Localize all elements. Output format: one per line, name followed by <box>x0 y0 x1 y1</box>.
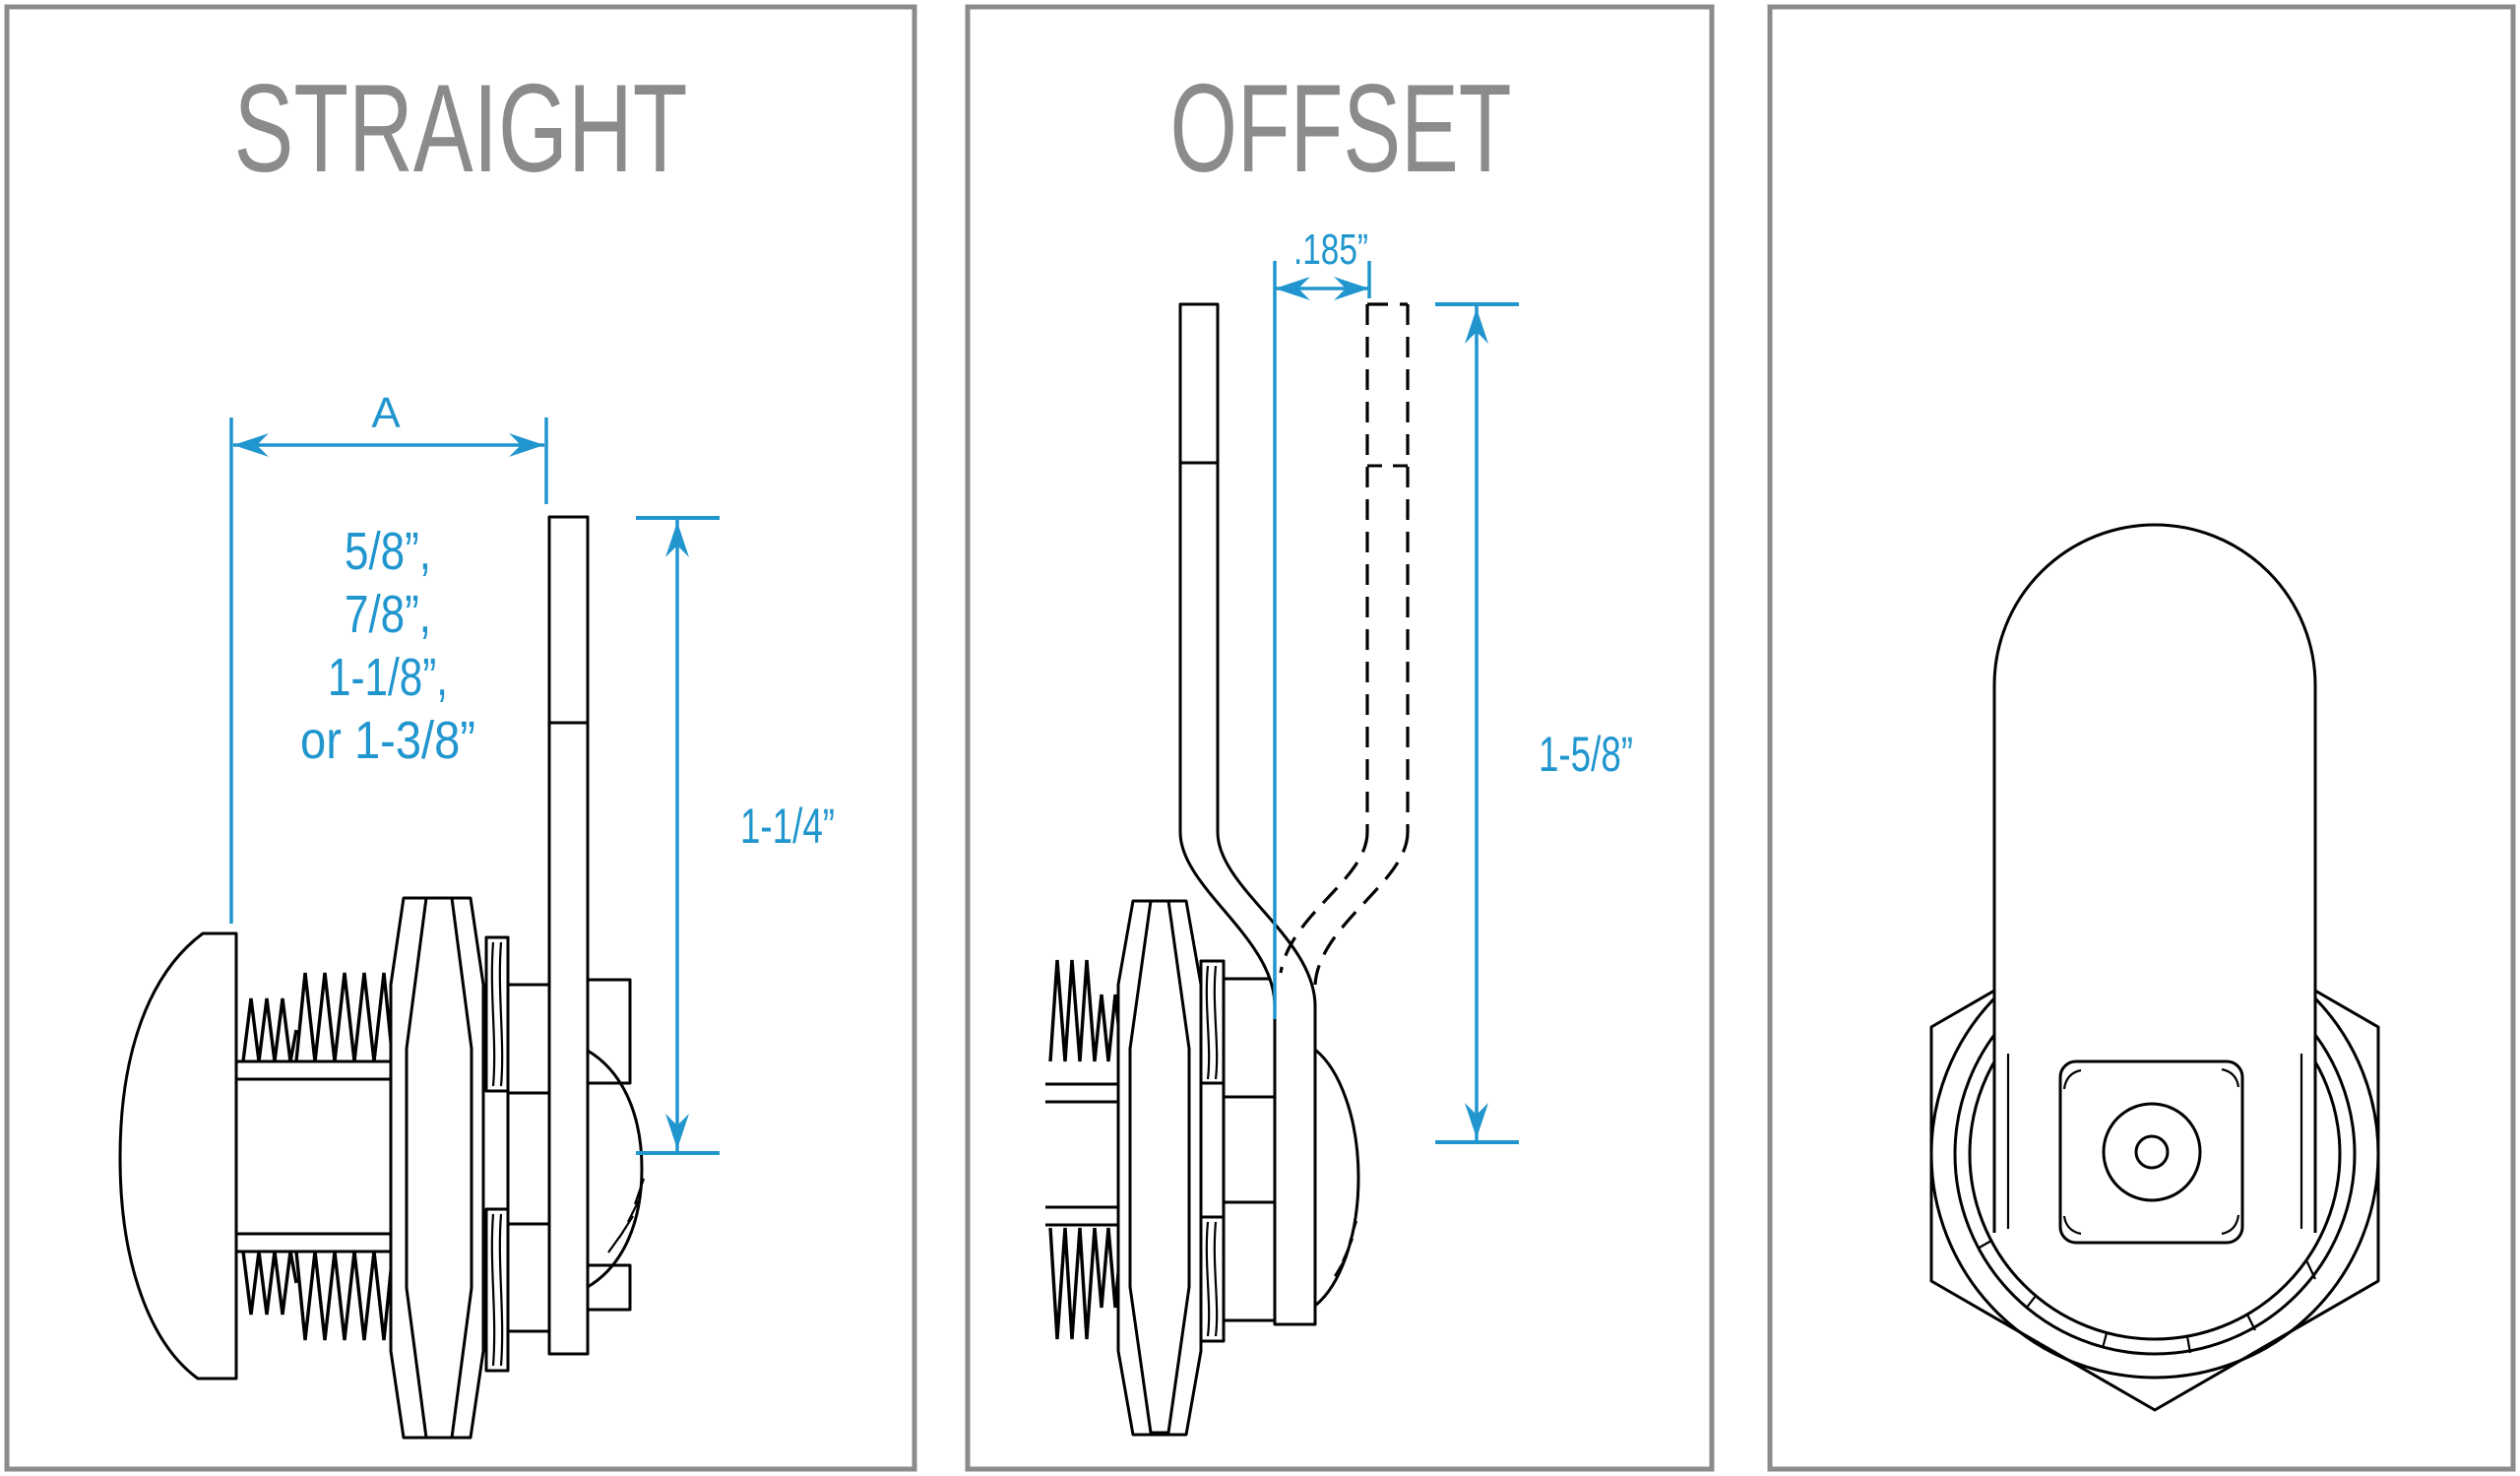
cam-length-options: 5/8”, 7/8”, 1-1/8”, or 1-3/8” <box>300 522 475 770</box>
offset-title: OFFSET <box>1170 58 1512 198</box>
straight-cam-bar <box>547 515 590 1356</box>
front-hex-nut <box>1929 896 2380 1412</box>
lock-washer-upper-hatch <box>1205 965 1219 1080</box>
dimension-cam-height-offset: 1-5/8” <box>1435 302 1633 1144</box>
front-mount-square-corner-accents <box>2062 1067 2240 1236</box>
dim-height-arrow-up <box>1465 308 1488 344</box>
straight-lock-side-view <box>118 515 646 1440</box>
lock-washer-upper <box>1199 959 1226 1085</box>
front-capsule-inner-edges <box>2006 1054 2303 1229</box>
mounting-plate-lines <box>508 1091 549 1226</box>
dim-offset-label: .185” <box>1293 225 1368 274</box>
cam-length-option: 5/8”, <box>345 522 431 581</box>
lock-washer-lower-hatch <box>490 1213 504 1367</box>
front-capsule-cam-fill <box>1994 525 2315 1233</box>
plug-back-hatch <box>607 1178 646 1253</box>
lock-washer-upper-hatch <box>490 941 504 1087</box>
front-center-pin <box>2134 1134 2170 1170</box>
lock-washer-lower <box>484 1207 510 1373</box>
mounting-plate <box>1222 977 1278 1322</box>
mounting-plate <box>506 983 551 1333</box>
front-serration-ticks <box>1977 1240 2316 1354</box>
dim-offset-extension-lines <box>1273 261 1371 1019</box>
dimension-offset: .185” <box>1273 225 1371 1019</box>
lock-washer-lower-hatch <box>1205 1221 1219 1337</box>
lock-washer-upper <box>484 935 510 1093</box>
cam-length-option: or 1-3/8” <box>300 711 475 770</box>
bezel-dome <box>118 931 238 1380</box>
dim-a-label: A <box>371 389 401 437</box>
dim-offset-arrow-left <box>1275 277 1310 300</box>
cylinder-lines <box>1045 1082 1118 1227</box>
hex-nut-side <box>1116 899 1203 1437</box>
dim-a-arrow-right <box>509 433 544 457</box>
hex-nut-side <box>389 896 485 1440</box>
panel-straight: STRAIGHT A <box>118 58 835 1440</box>
dim-height-arrow-down <box>665 1114 689 1149</box>
dim-height-label: 1-1/4” <box>740 799 835 854</box>
cam-length-option: 7/8”, <box>345 585 431 644</box>
offset-lock-side-view <box>1045 899 1278 1437</box>
threads-lower <box>241 1251 395 1341</box>
dimension-a: A <box>229 389 548 924</box>
dim-height-ticks <box>636 516 720 1155</box>
panel-offset: OFFSET <box>1045 58 1633 1437</box>
offset-cam-outline <box>1178 302 1317 1326</box>
dim-height-arrow-up <box>665 522 689 557</box>
cam-hub-lower <box>586 1263 632 1312</box>
straight-title: STRAIGHT <box>234 58 688 198</box>
bezel-dome-hatch <box>1334 1220 1358 1277</box>
dim-a-arrow-left <box>233 433 269 457</box>
dim-offset-arrow-right <box>1334 277 1369 300</box>
bezel-dome-back <box>1314 1048 1360 1308</box>
dim-a-extension-lines <box>229 417 548 924</box>
lock-washer-lower <box>1199 1215 1226 1343</box>
front-capsule-cam <box>1992 523 2317 1233</box>
offset-dashed-cam <box>1279 302 1410 986</box>
dashed-cam-lines <box>1279 302 1410 986</box>
threads-upper <box>241 972 395 1062</box>
dim-height-arrow-down <box>1465 1103 1488 1138</box>
dim-height-ticks <box>1435 302 1519 1144</box>
front-shaft-circle <box>2102 1102 2202 1202</box>
dimension-cam-height-straight: 1-1/4” <box>636 516 835 1155</box>
mounting-plate-lines <box>1224 1095 1276 1204</box>
dim-height-label: 1-5/8” <box>1539 727 1633 782</box>
cam-length-option: 1-1/8”, <box>328 648 448 707</box>
panel-front-view <box>1929 523 2380 1412</box>
plug-back-bulge <box>587 1049 644 1289</box>
hex-nut-facet <box>1128 899 1191 1435</box>
offset-solid-cam <box>1178 302 1317 1326</box>
hex-nut-facet <box>405 896 473 1440</box>
